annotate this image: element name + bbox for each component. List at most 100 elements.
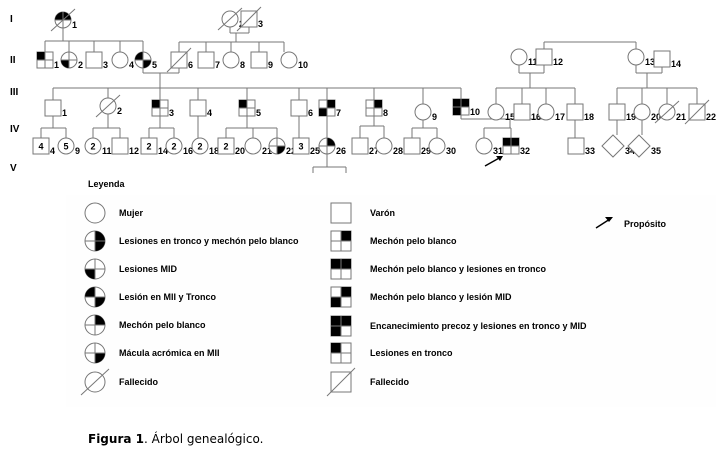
affected-quadrant [61,60,69,68]
generation-label: III [10,87,19,98]
sibling-count: 3 [298,142,303,152]
legend-label: Fallecido [119,377,159,387]
individual-number: 5 [256,108,261,118]
legend-female-symbol [80,368,110,396]
individual-number: 5 [152,60,157,70]
legend-label: Lesiones MID [119,264,178,274]
individual-iv-12: 12 [111,137,139,156]
legend-proband-arrow-icon [595,217,613,229]
individual-number: 13 [645,57,655,67]
individual-number: 21 [676,112,686,122]
individual-number: 26 [336,146,346,156]
caption-label: Figura 1 [88,432,144,446]
individual-number: 12 [129,146,139,156]
individual-number: 11 [528,57,538,67]
individual-number: 1 [62,108,67,118]
legend-label: Varón [370,208,395,218]
legend-title: Leyenda [88,179,126,189]
individual-number: 2 [78,60,83,70]
deceased-slash [654,100,680,124]
affected-quadrant [461,99,469,107]
individual-number: 18 [584,112,594,122]
affected-quadrant [331,343,341,353]
caption-text: . Árbol genealógico. [144,432,264,446]
individual-number: 4 [207,108,212,118]
individual-number: 9 [432,112,437,122]
individual-iii-16: 16 [513,103,541,122]
legend-male-symbol [330,258,352,280]
affected-quadrant [341,287,351,297]
individual-number: 15 [505,112,515,122]
individual-number: 22 [286,146,296,156]
individual-number: 30 [446,146,456,156]
individual-ii-7: 7 [197,51,220,70]
individual-ii-4: 4 [111,51,134,70]
individual-ii-6: 6 [166,47,193,73]
individual-iii-20: 20 [633,103,661,122]
deceased-slash [217,7,243,31]
individual-iii-7: 7 [318,99,341,118]
pedigree-connector-lines [40,27,698,173]
legend-label: Encanecimiento precoz y lesiones en tron… [370,321,587,331]
individual-number: 27 [369,146,379,156]
individual-iii-5: 5 [238,99,261,118]
individual-iii-2: 2 [95,94,122,118]
individual-number: 20 [235,146,245,156]
deceased-slash [236,6,262,32]
generation-label: I [10,14,13,25]
individual-number: 10 [298,60,308,70]
individual-iv-32: 32 [502,137,530,156]
individual-number: 33 [585,146,595,156]
individual-number: 3 [169,108,174,118]
individual-number: 14 [158,146,168,156]
individual-number: 4 [129,60,134,70]
legend-label: Mechón pelo blanco [119,320,206,330]
affected-quadrant [453,107,461,115]
affected-quadrant [95,297,105,307]
affected-quadrant [55,12,63,20]
affected-quadrant [319,108,327,116]
affected-quadrant [37,52,45,60]
individual-number: 8 [240,60,245,70]
legend-male-symbol [330,286,352,308]
affected-quadrant [327,138,335,146]
individual-i-1: 1 [50,8,77,32]
individual-iv-31: 31 [475,137,503,156]
generation-label: II [10,55,16,66]
individual-number: 16 [531,112,541,122]
affected-quadrant [277,146,285,154]
legend-label: Fallecido [370,377,410,387]
legend-female-symbol [84,202,106,224]
sibling-count: 2 [146,142,151,152]
individual-iv-29: 29 [403,137,431,156]
individual-iii-21: 21 [654,100,686,124]
individual-iii-6: 6 [290,99,313,118]
individual-number: 32 [520,146,530,156]
generation-label: V [10,163,17,174]
affected-quadrant [374,100,382,108]
individual-iii-9: 9 [414,103,437,122]
legend-male-symbol [330,230,352,252]
individual-number: 18 [209,146,219,156]
individual-iii-22: 22 [684,99,716,125]
individual-number: 21 [262,146,272,156]
individual-number: 6 [188,60,193,70]
legend-male-symbol [330,315,352,337]
individual-iii-1: 1 [44,99,67,118]
affected-quadrant [239,100,247,108]
individual-number: 1 [72,20,77,30]
individual-ii-3: 3 [85,51,108,70]
individual-number: 25 [310,146,320,156]
individual-number: 4 [50,146,55,156]
legend-female-symbol [84,230,106,252]
figure-caption: Figura 1. Árbol genealógico. [88,432,263,446]
individual-iii-18: 18 [566,103,594,122]
individual-number: 3 [258,19,263,29]
sibling-count: 2 [223,142,228,152]
legend-male-symbol [330,202,352,224]
